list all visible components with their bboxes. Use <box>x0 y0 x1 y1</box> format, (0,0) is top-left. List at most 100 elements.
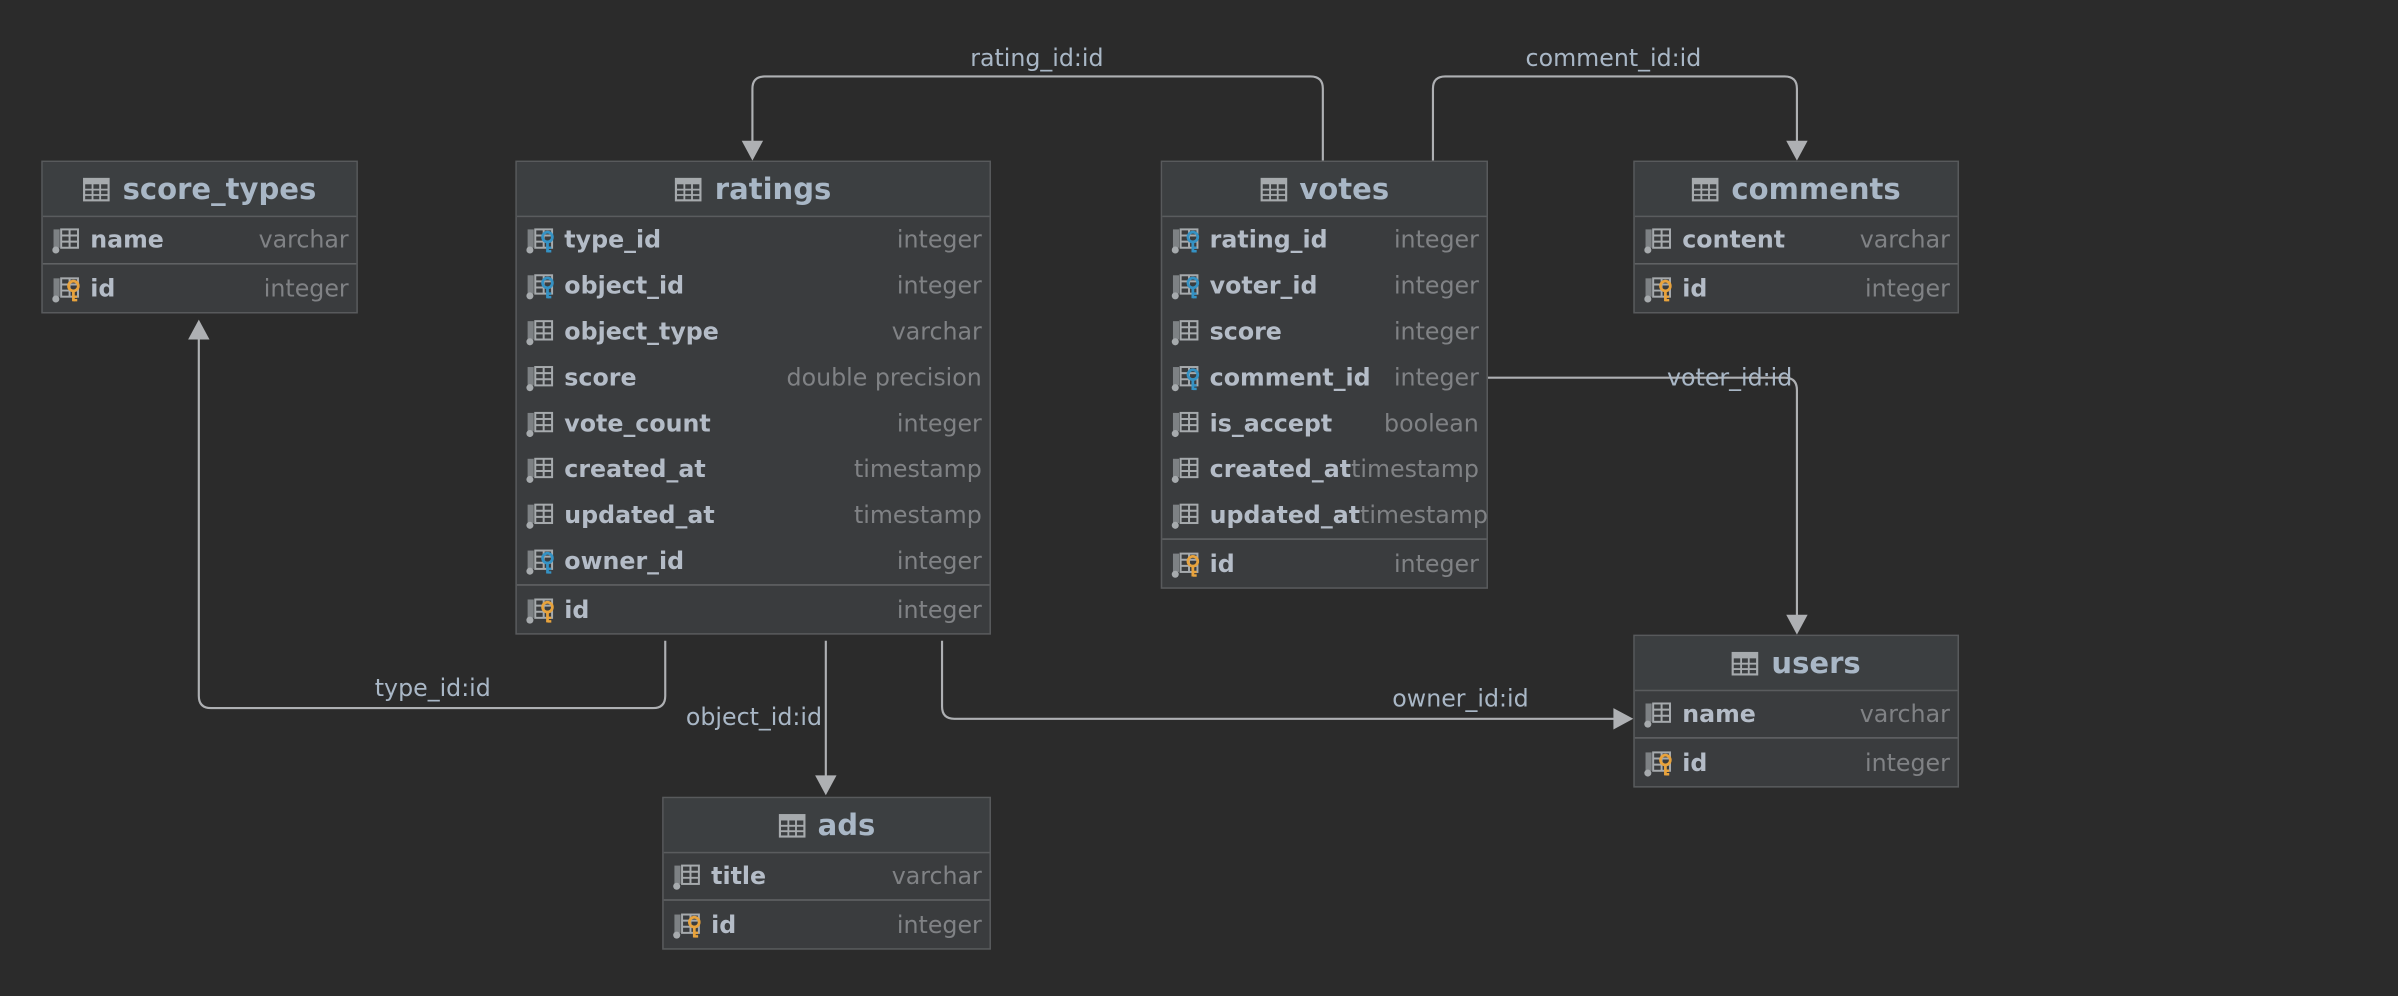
relation-owner-id-line[interactable] <box>940 640 1615 720</box>
table-name: votes <box>1299 172 1390 206</box>
relation-rating-id-line[interactable] <box>751 75 1324 163</box>
column-type: integer <box>1393 318 1479 346</box>
column-name: object_id <box>564 272 685 300</box>
column-type: boolean <box>1384 409 1479 438</box>
relation-label: rating_id:id <box>970 44 1104 72</box>
column-name: id <box>1682 748 1708 777</box>
column-row[interactable]: score integer <box>1162 309 1486 355</box>
column-type: varchar <box>1859 700 1950 728</box>
relation-label: voter_id:id <box>1667 363 1793 392</box>
column-icon <box>526 364 557 392</box>
column-type: varchar <box>1859 226 1950 254</box>
column-name: score <box>1209 318 1282 346</box>
column-icon <box>1171 318 1202 346</box>
column-row[interactable]: object_type varchar <box>517 309 990 355</box>
column-name: rating_id <box>1209 226 1328 254</box>
column-name: content <box>1682 226 1786 254</box>
column-name: title <box>711 862 767 891</box>
table-icon <box>1260 177 1288 201</box>
column-icon <box>673 863 704 891</box>
primary-key-icon <box>1644 749 1675 777</box>
column-name: id <box>711 910 737 939</box>
column-type: varchar <box>891 318 982 346</box>
relation-label: owner_id:id <box>1392 685 1529 713</box>
column-icon <box>526 502 557 530</box>
comment-id-arrowhead <box>1786 140 1808 161</box>
table-header[interactable]: score_types <box>42 162 357 218</box>
column-name: is_accept <box>1209 409 1333 438</box>
column-name: vote_count <box>564 409 711 438</box>
table-name: ratings <box>714 172 832 206</box>
column-icon <box>526 318 557 346</box>
foreign-key-icon <box>526 547 557 575</box>
column-type: integer <box>896 226 982 254</box>
relation-label: comment_id:id <box>1525 44 1702 72</box>
column-name: object_type <box>564 318 719 346</box>
table-header[interactable]: users <box>1634 636 1958 692</box>
table-header[interactable]: ratings <box>516 162 990 218</box>
table-icon <box>1732 651 1760 675</box>
column-type: integer <box>896 595 982 624</box>
column-row[interactable]: object_id integer <box>517 263 990 309</box>
column-type: varchar <box>258 226 349 254</box>
column-icon <box>1171 456 1202 484</box>
column-row[interactable]: vote_count integer <box>517 401 990 447</box>
table-header[interactable]: ads <box>663 798 990 854</box>
table-icon <box>83 177 111 201</box>
primary-key-icon <box>1171 550 1202 578</box>
column-name: name <box>1682 700 1756 728</box>
primary-key-row[interactable]: id integer <box>663 899 990 948</box>
column-row[interactable]: is_accept boolean <box>1162 401 1486 447</box>
table-header[interactable]: votes <box>1162 162 1487 218</box>
column-type: integer <box>896 272 982 300</box>
relation-comment-id-line[interactable] <box>1431 75 1798 163</box>
column-name: updated_at <box>1209 501 1361 530</box>
column-name: created_at <box>1209 455 1352 484</box>
relation-voter-id-line[interactable] <box>1486 376 1798 617</box>
table-header[interactable]: comments <box>1634 162 1958 218</box>
column-row[interactable]: name varchar <box>43 217 357 263</box>
column-name: voter_id <box>1209 272 1318 300</box>
column-name: name <box>90 226 164 254</box>
foreign-key-icon <box>1171 226 1202 254</box>
column-type: timestamp <box>1351 455 1479 484</box>
column-type: integer <box>896 409 982 438</box>
primary-key-icon <box>52 275 83 303</box>
table-name: comments <box>1731 172 1901 206</box>
column-type: integer <box>263 274 349 303</box>
foreign-key-icon <box>526 226 557 254</box>
column-icon <box>1644 226 1675 254</box>
column-row[interactable]: content varchar <box>1635 217 1958 263</box>
column-icon <box>1644 700 1675 728</box>
relation-label: object_id:id <box>685 703 823 732</box>
primary-key-icon <box>526 596 557 624</box>
relation-type-id-line[interactable] <box>197 337 667 710</box>
column-type: double precision <box>786 363 982 392</box>
column-row[interactable]: name varchar <box>1635 691 1958 737</box>
column-type: integer <box>896 910 982 939</box>
